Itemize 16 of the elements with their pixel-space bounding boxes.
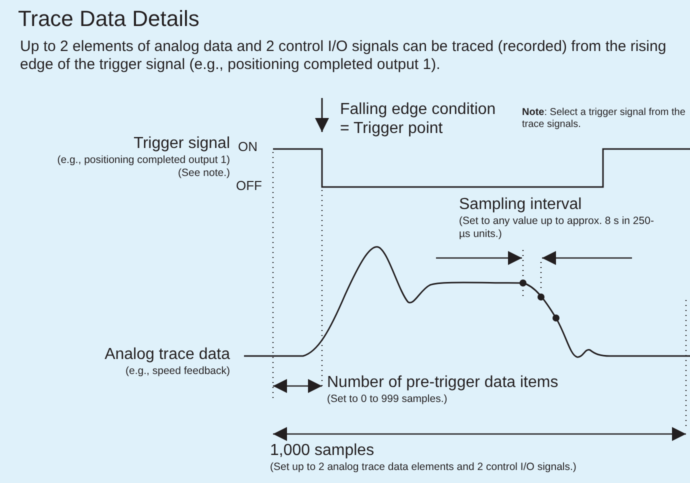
signal-label: Analog trace data: [104, 345, 230, 364]
signal-example: (e.g., positioning completed output 1) (See note.): [56, 154, 230, 180]
note-text: Note: Select a trigger signal from the trace signals.: [522, 107, 686, 131]
signal-example: (e.g., speed feedback): [126, 365, 230, 378]
annotation-label: Sampling interval: [459, 195, 582, 214]
signal-label: Trigger signal: [134, 134, 230, 154]
dimension-note: (Set to 0 to 999 samples.): [327, 393, 448, 406]
dimension-label: 1,000 samples: [270, 441, 374, 460]
diagram-title: Trace Data Details: [18, 6, 200, 32]
dimension-label: Number of pre-trigger data items: [327, 373, 558, 392]
dimension-note: (Set up to 2 analog trace data elements and 2 control I/O signals.): [270, 461, 576, 474]
level-label: OFF: [236, 178, 262, 194]
intro-text: Up to 2 elements of analog data and 2 control I/O signals can be traced (recorded) from the rising edge of the trigger signal (e.g., positioning completed output 1).: [20, 38, 668, 74]
level-label: ON: [238, 139, 258, 155]
trigger-point-label: Falling edge condition = Trigger point: [340, 100, 497, 138]
annotation-note: (Set to any value up to approx. 8 s in 250-µs units.): [459, 215, 654, 240]
